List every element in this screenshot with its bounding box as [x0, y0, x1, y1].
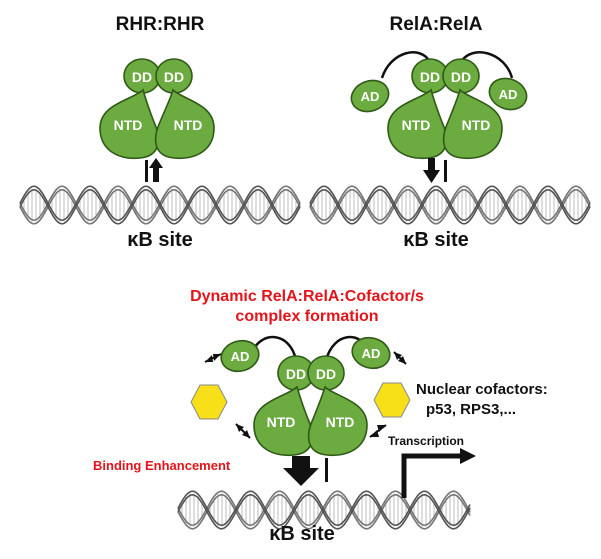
site-label-right: κB site [403, 229, 469, 251]
dd-label-left: DD [132, 69, 152, 85]
rhr-title: RHR:RHR [116, 14, 205, 35]
dd-label-right: DD [451, 69, 471, 85]
linker-left [380, 51, 432, 79]
rela-dimer: AD AD DD DD NTD NTD [350, 51, 528, 160]
dna-helix-icon [309, 185, 591, 225]
ntd-label-right: NTD [174, 117, 203, 133]
site-label-bottom: κB site [269, 523, 335, 545]
complex-title-line1: Dynamic RelA:RelA:Cofactor/s [190, 288, 424, 305]
ntd-label-right: NTD [462, 117, 491, 133]
transcription-arrow-icon [401, 448, 476, 498]
ntd-domain-right [307, 385, 368, 457]
down-arrow-icon [283, 456, 328, 486]
dd-label-left: DD [420, 69, 440, 85]
ad-domain-right [351, 336, 391, 370]
ntd-domain-left [99, 88, 160, 160]
cofactors-label-line2: p53, RPS3,... [426, 401, 516, 418]
ad-domain-left [220, 339, 260, 373]
rhr-dimer: DD DD NTD NTD [99, 58, 215, 160]
ntd-label-left: NTD [114, 117, 143, 133]
binding-enhancement-label: Binding Enhancement [93, 458, 231, 473]
ntd-domain-left [387, 88, 448, 160]
ntd-label-right: NTD [326, 414, 355, 430]
dd-label-left: DD [286, 366, 306, 382]
cofactors-label-line1: Nuclear cofactors: [416, 381, 548, 398]
ad-domain-left [350, 79, 390, 113]
rela-title: RelA:RelA [390, 14, 483, 35]
ntd-domain-left [253, 385, 314, 457]
dd-label-right: DD [164, 69, 184, 85]
dd-label-right: DD [316, 366, 336, 382]
dna-helix-icon [19, 185, 301, 225]
ad-label-left: AD [231, 349, 250, 364]
cofactor-hexagon-icon [373, 382, 411, 418]
complex-title-line2: complex formation [235, 308, 378, 325]
ntd-label-left: NTD [402, 117, 431, 133]
ad-domain-right [488, 77, 528, 111]
ad-label-left: AD [361, 89, 380, 104]
ntd-domain-right [154, 88, 215, 160]
exchange-arrow-icon [204, 351, 407, 439]
transcription-label: Transcription [388, 434, 464, 448]
site-label-left: κB site [127, 229, 193, 251]
linker-right [459, 51, 514, 79]
ad-label-right: AD [362, 346, 381, 361]
ntd-label-left: NTD [267, 414, 296, 430]
up-arrow-icon [145, 158, 163, 182]
ad-label-right: AD [499, 87, 518, 102]
cofactor-complex: AD AD DD DD NTD NTD [220, 335, 391, 457]
ntd-domain-right [442, 88, 503, 160]
dna-helix-icon [177, 490, 471, 530]
down-arrow-icon [423, 158, 447, 183]
cofactor-hexagon-icon [190, 384, 228, 420]
